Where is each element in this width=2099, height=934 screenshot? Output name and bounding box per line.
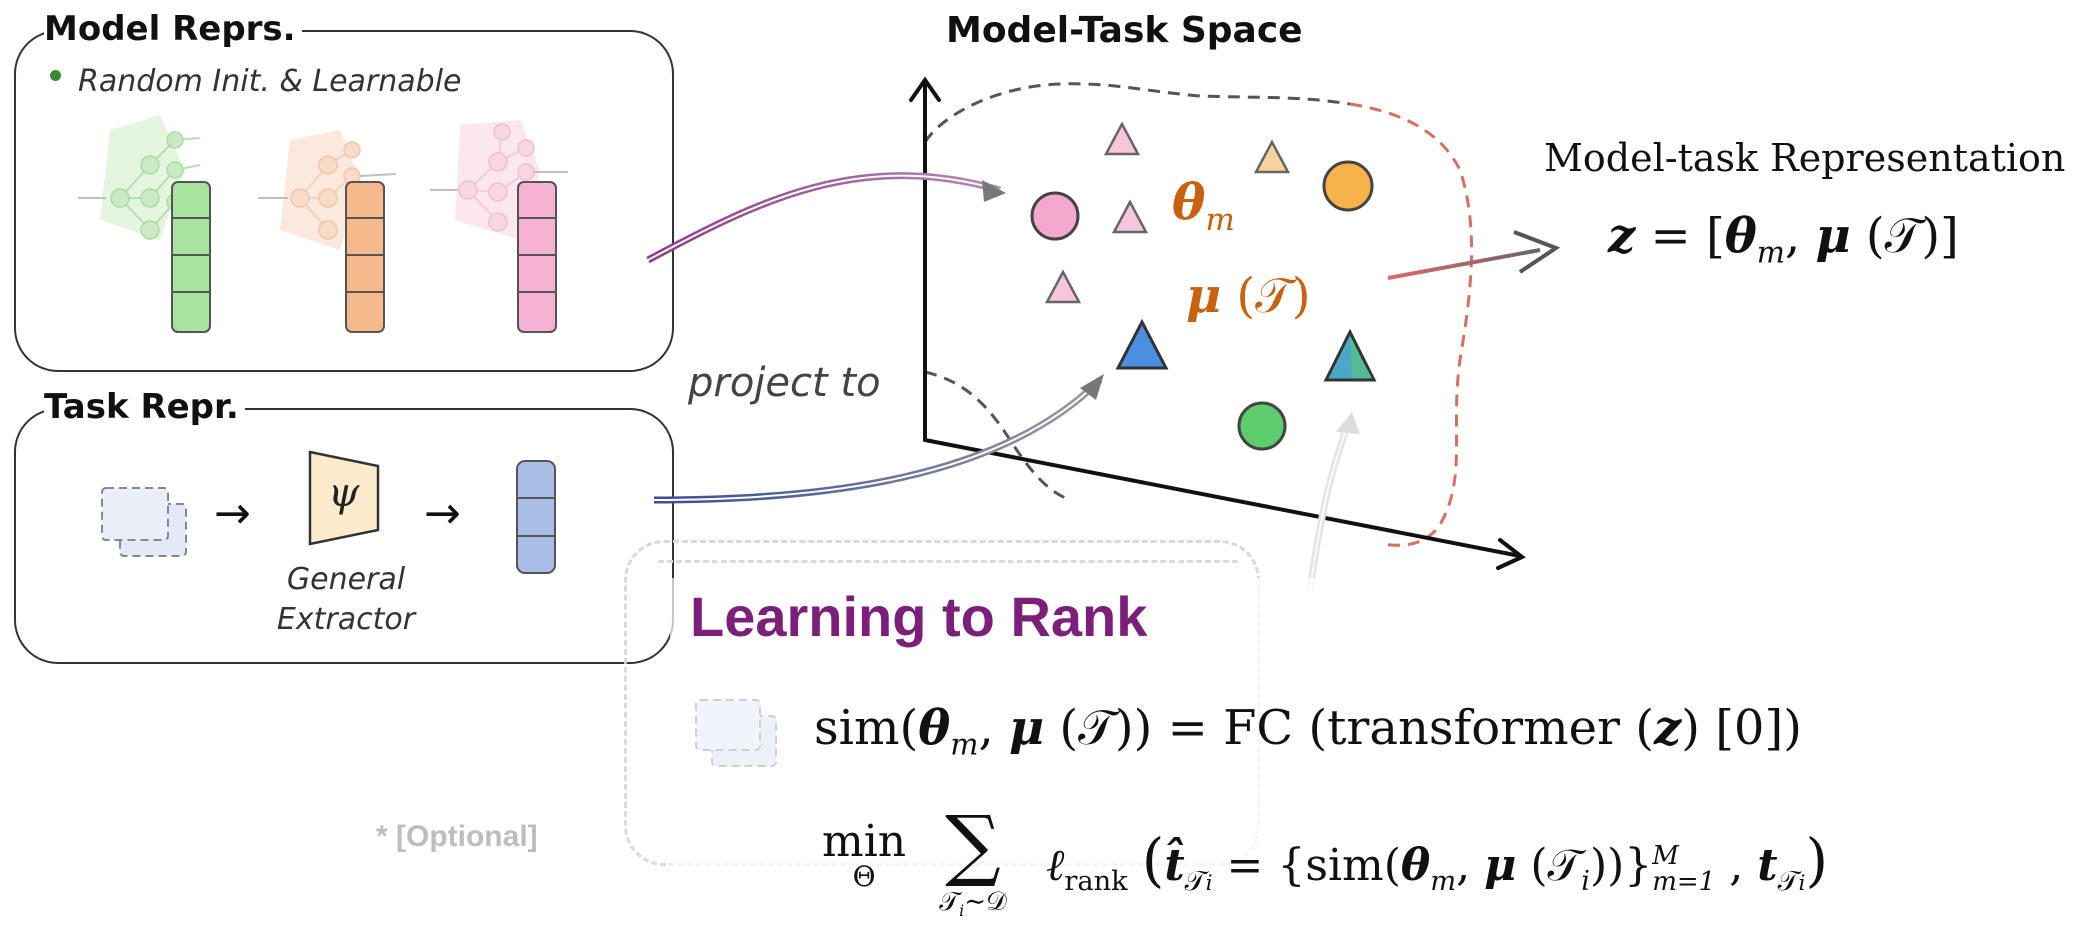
subscript-m: m=1	[1652, 866, 1716, 897]
mu-symbol: μ	[1484, 840, 1517, 891]
paren: (	[1516, 840, 1548, 891]
similarity-equation: sim(θm, μ (𝒯)) = FC (transformer (z) [0]…	[814, 700, 1802, 763]
task-vector	[516, 460, 556, 574]
sum-sub-t: 𝒯	[939, 887, 960, 917]
orange-triangle-point	[1253, 139, 1291, 174]
superscript-M: M	[1652, 840, 1679, 871]
theta-subscript: m	[1205, 202, 1235, 238]
orange-circle-point	[1322, 160, 1374, 212]
sum-sub-rest: ∼𝒟	[964, 887, 1007, 917]
mu-symbol: μ	[1008, 700, 1045, 756]
space-to-representation-arrow	[1387, 248, 1541, 280]
vector-green	[171, 181, 211, 333]
model-reprs-panel	[14, 30, 674, 372]
extractor-icon	[308, 450, 380, 546]
vector-pink	[517, 181, 557, 333]
z-symbol: z	[1653, 700, 1682, 756]
min-operator: min Θ	[822, 816, 907, 893]
extractor-label: General Extractor	[266, 560, 426, 640]
comma: ,	[978, 700, 1009, 756]
close-paren: )	[1805, 826, 1829, 894]
min-subscript: Θ	[852, 860, 876, 893]
pink-triangle-point	[1111, 199, 1149, 234]
optional-label: * [Optional]	[376, 820, 538, 853]
theta-symbol: θ	[1400, 840, 1431, 891]
representation-label: Model-task Representation	[1544, 136, 2066, 180]
space-title: Model-Task Space	[946, 10, 1303, 51]
ltr-dashed-box-top	[658, 560, 1238, 683]
space-axes	[909, 76, 1526, 570]
project-to-label: project to	[688, 360, 881, 406]
network-icon-orange	[258, 130, 397, 250]
extractor-label-line2: Extractor	[276, 602, 416, 637]
eq-close: )]	[1921, 208, 1959, 264]
theta-subscript: m	[1756, 235, 1785, 271]
tail: ) [0])	[1681, 700, 1802, 756]
model-reprs-title: Model Reprs.	[44, 10, 302, 48]
ltr-images-icon	[695, 699, 777, 767]
z-symbol: z	[1608, 208, 1636, 264]
theta-subscript: m	[1430, 865, 1457, 897]
T-symbol: 𝒯	[1547, 840, 1582, 891]
theta-subscript: m	[950, 727, 979, 763]
T-subscript-i: i	[1581, 865, 1590, 897]
arrow-to-extractor: →	[214, 488, 251, 539]
rhs: )) = FC (transformer (	[1114, 700, 1654, 756]
sum-symbol: ∑	[945, 800, 1001, 890]
ltr-backdrop	[670, 578, 1800, 928]
t-sub-T: 𝒯	[1184, 865, 1206, 897]
green-bullet-icon	[50, 70, 61, 81]
close-in: ))}	[1589, 840, 1653, 891]
theta-m-label: θm	[1172, 172, 1235, 238]
t-hat-symbol: t̂	[1164, 840, 1185, 891]
model-repr-graphics	[78, 115, 568, 333]
sum-sub-i: i	[959, 901, 965, 921]
extractor-symbol: ψ	[328, 470, 360, 516]
task-repr-title: Task Repr.	[44, 388, 245, 426]
theta-symbol: θ	[918, 700, 951, 756]
mu-t-label: μ (𝒯)	[1186, 268, 1311, 324]
theta-symbol: θ	[1724, 208, 1757, 264]
theta-symbol: θ	[1172, 172, 1206, 231]
task-repr-panel	[14, 408, 674, 664]
t-sub-i2: i	[1798, 870, 1806, 896]
vector-orange	[345, 181, 385, 333]
task-images-icon	[101, 487, 187, 557]
sum-subscript: 𝒯i∼𝒟	[918, 888, 1028, 925]
pink-triangle-point	[1103, 121, 1141, 156]
min-label: min	[822, 816, 907, 867]
ell-subscript: rank	[1064, 865, 1128, 897]
eq-set: = {sim(	[1212, 840, 1401, 891]
sim-open: sim(	[814, 700, 919, 756]
t-symbol: 𝒯	[1255, 268, 1292, 324]
t-symbol: 𝒯	[1884, 208, 1922, 264]
mu-symbol: μ	[1186, 268, 1222, 324]
model-reprs-note: Random Init. & Learnable	[78, 64, 462, 99]
t-sub-T2: 𝒯	[1777, 865, 1799, 897]
arrow-to-task-vector: →	[424, 488, 461, 539]
blue-triangle-point	[1115, 318, 1169, 370]
eq-open: = [	[1650, 208, 1725, 264]
pink-triangle-point	[1044, 269, 1082, 304]
ell-symbol: ℓ	[1046, 840, 1065, 891]
sum-operator: ∑ 𝒯i∼𝒟	[918, 802, 1028, 925]
open-paren: (	[1141, 826, 1165, 894]
comma: ,	[1456, 840, 1485, 891]
pink-circle-point	[1030, 191, 1080, 241]
comma2: ,	[1715, 840, 1758, 891]
t-sub-i: i	[1205, 870, 1213, 896]
comma: ,	[1784, 208, 1801, 264]
ltr-title: Learning to Rank	[690, 585, 1148, 648]
extractor-label-line1: General	[286, 562, 406, 597]
mu-symbol: μ	[1815, 208, 1851, 264]
representation-equation: z = [θm, μ (𝒯)]	[1608, 208, 1959, 271]
t-symbol: 𝒯	[1078, 700, 1115, 756]
green-circle-point	[1237, 401, 1287, 451]
t-symbol: t	[1757, 840, 1778, 891]
